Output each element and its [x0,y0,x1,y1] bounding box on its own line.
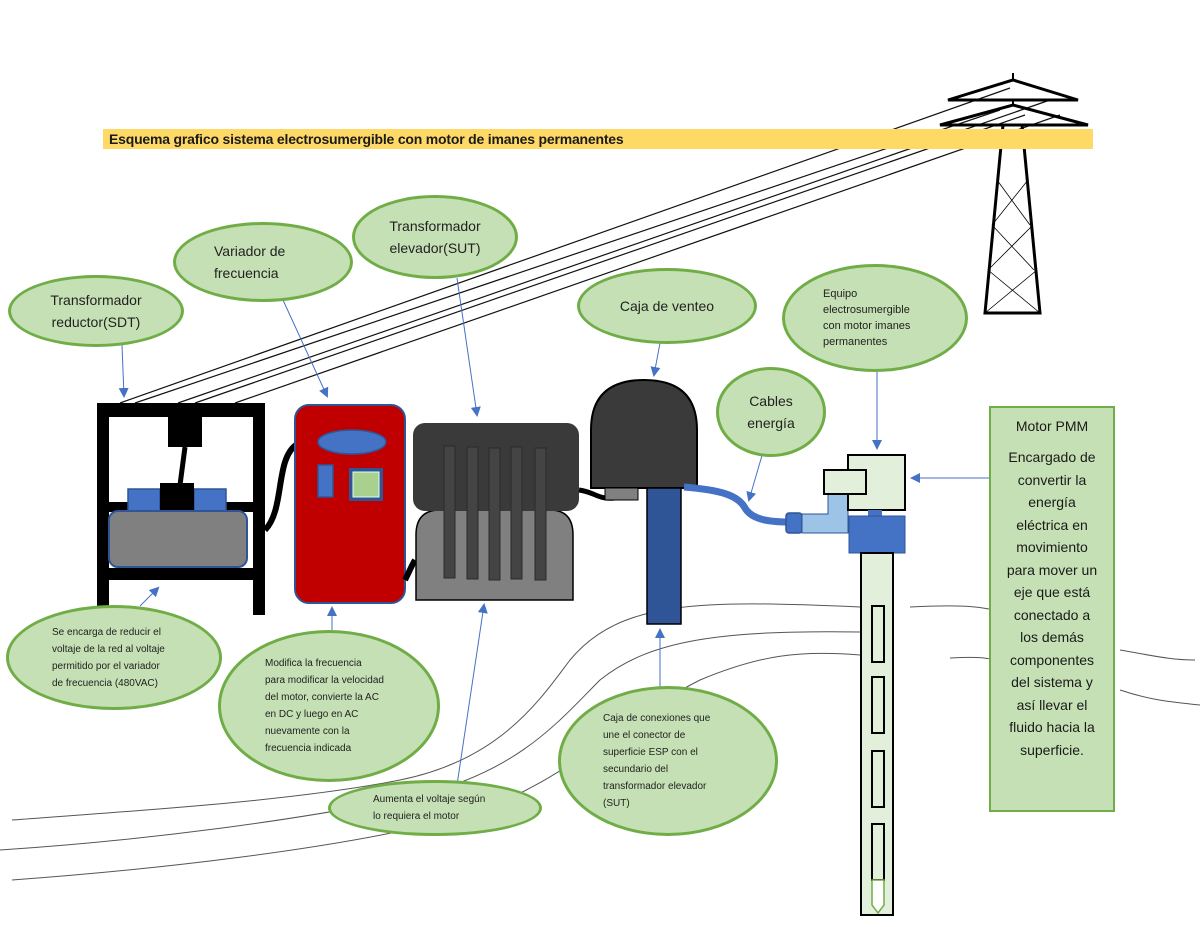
motor-pmm-title: Motor PMM [1015,418,1089,434]
power-cable [262,442,299,533]
desc-sdt: Se encarga de reducir el voltaje de la r… [6,605,222,710]
desc-junction: Caja de conexiones que une el conector d… [558,686,778,836]
arrow-vfd [282,299,329,398]
arrow-cables [746,451,764,502]
label-cables: Cables energía [716,367,826,457]
label-vent-box: Caja de venteo [577,268,757,344]
label-sdt: Transformador reductor(SDT) [8,275,184,347]
callout-arrows [118,277,989,786]
arrow-sdt [118,344,129,398]
ground-line [1119,649,1196,661]
ground-line [1119,689,1200,706]
ground-line [0,631,861,851]
ground-line [909,605,1001,613]
arrow-sdt-desc [139,586,160,607]
label-vfd: Variador de frecuencia [173,222,353,302]
power-cable [402,558,418,582]
arrow-sut [456,277,481,417]
power-line [234,114,1061,404]
power-line [194,114,1026,404]
desc-vfd: Modifica la frecuencia para modificar la… [218,630,440,782]
power-lines [119,87,1061,404]
label-esp-equipment: Equipo electrosumergible con motor imane… [782,264,968,372]
label-sut: Transformador elevador(SUT) [352,195,518,279]
transmission-tower-icon [939,73,1089,315]
motor-pmm-description: Encargado de convertir la energía eléctr… [1006,449,1098,758]
arrow-vent [650,342,661,377]
frequency-drive-icon [294,404,406,604]
desc-sut: Aumenta el voltaje según lo requiera el … [328,780,542,836]
power-line [177,99,1051,404]
energy-cable [683,483,791,526]
diagram-title: Esquema grafico sistema electrosumergibl… [109,131,624,147]
vent-box-icon [590,378,698,625]
power-line [134,109,1001,404]
step-down-transformer-icon [97,403,265,615]
wellhead-icon [785,454,906,916]
step-up-transformer-icon [413,423,579,601]
arrow-sut-desc [456,603,488,786]
title-band: Esquema grafico sistema electrosumergibl… [103,129,1093,149]
motor-pmm-box: Motor PMM Encargado de convertir la ener… [989,406,1115,812]
ground-line [11,652,861,881]
